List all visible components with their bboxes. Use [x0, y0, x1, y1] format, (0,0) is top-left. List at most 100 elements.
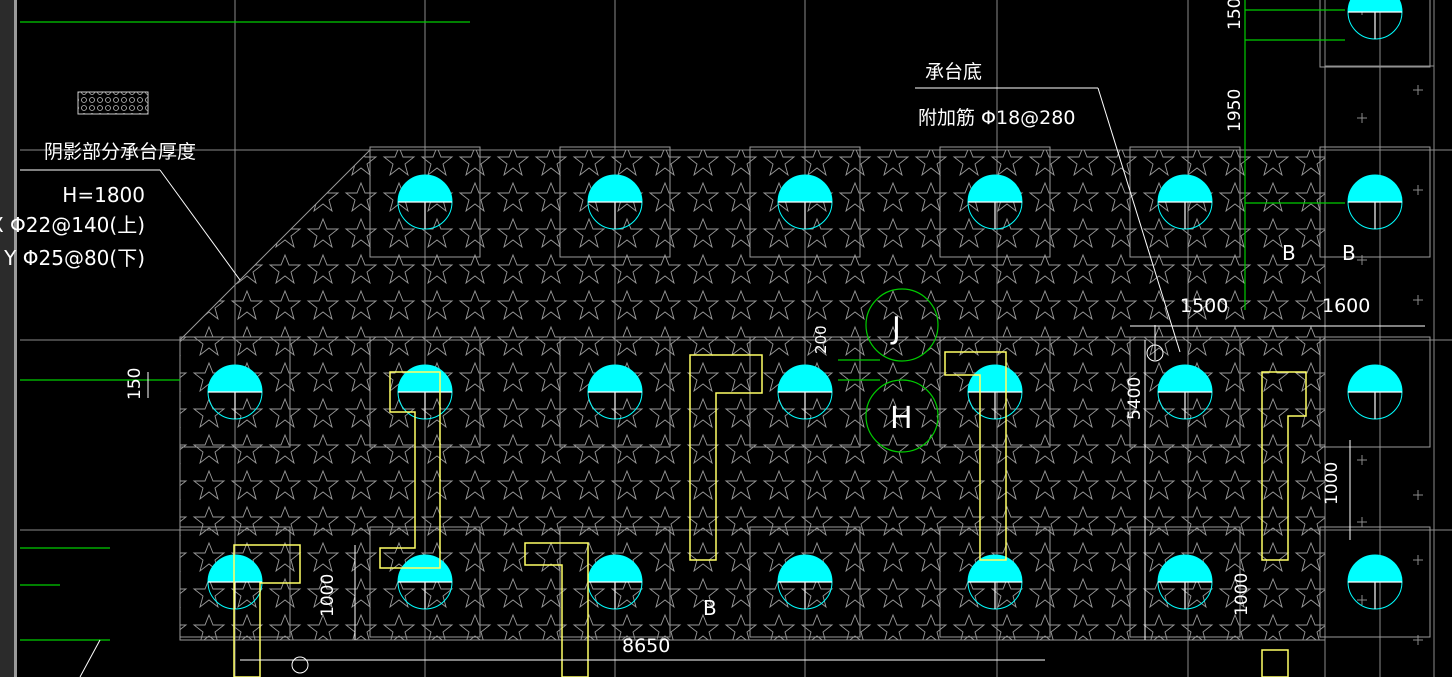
dim-1000-right: 1000 — [1322, 462, 1342, 505]
pile-cap-square — [1129, 146, 1241, 258]
pile[interactable] — [749, 146, 861, 258]
pile-fill — [968, 365, 1022, 392]
axis-label-j: J — [890, 311, 901, 346]
pile-fill — [778, 175, 832, 202]
y-rebar-label: Y Φ25@80(下) — [3, 246, 145, 270]
viewport-left-border-line — [14, 0, 17, 677]
pile-fill — [208, 365, 262, 392]
pile[interactable] — [749, 336, 861, 448]
axis-markers — [20, 0, 1345, 641]
rebar-outline-5[interactable] — [233, 544, 301, 677]
dim-150-left: 150 — [125, 368, 145, 400]
rebar-outline-1[interactable] — [379, 371, 441, 569]
pile-cap-square — [1129, 336, 1241, 448]
pile-cap-square — [559, 146, 671, 258]
pile-fill — [968, 175, 1022, 202]
section-mark-b-1: B — [1282, 241, 1296, 265]
pile[interactable] — [179, 336, 291, 448]
bottom-note-rebar: 附加筋 Φ18@280 — [918, 107, 1075, 129]
pile-group — [179, 0, 1431, 638]
pile-fill — [778, 555, 832, 582]
dim-8650: 8650 — [622, 635, 670, 657]
dim-1600: 1600 — [1322, 295, 1370, 317]
pile-cap-square — [939, 526, 1051, 638]
pile[interactable] — [939, 146, 1051, 258]
additional-rebar-outlines — [233, 351, 1307, 677]
dim-150-top: 150 — [1225, 0, 1245, 30]
dim-1500: 1500 — [1180, 295, 1228, 317]
pile-cap-square — [559, 336, 671, 448]
pile-fill — [208, 555, 262, 582]
cap-thickness-label: H=1800 — [62, 183, 145, 207]
section-mark-b-2: B — [1342, 241, 1356, 265]
pile[interactable] — [1319, 146, 1431, 258]
pile-cap-hatch — [179, 149, 1326, 641]
rebar-outline-3[interactable] — [944, 351, 1007, 561]
pile[interactable] — [559, 526, 671, 638]
pile-cap-square — [939, 146, 1051, 258]
dim-5400: 5400 — [1125, 377, 1145, 420]
pile-cap-square — [1319, 146, 1431, 258]
rebar-outline-6[interactable] — [524, 542, 589, 677]
rebar-outline-7[interactable] — [1261, 649, 1289, 677]
dim-200: 200 — [812, 325, 830, 354]
pile-fill — [968, 555, 1022, 582]
pile-fill — [1158, 365, 1212, 392]
pile[interactable] — [179, 526, 291, 638]
pile-fill — [588, 365, 642, 392]
pile-cap-square — [179, 526, 291, 638]
hatch-legend-label: 阴影部分承台厚度 — [44, 141, 196, 163]
dim-1000-bottom-right: 1000 — [1232, 573, 1252, 616]
section-mark-b-3: B — [703, 596, 717, 620]
rebar-outline-4[interactable] — [1261, 371, 1307, 561]
pile-cap-square — [749, 336, 861, 448]
axis-bubble-j[interactable] — [865, 288, 939, 362]
pile[interactable] — [559, 336, 671, 448]
axis-bubble-h[interactable] — [865, 379, 939, 453]
pile-cap-square — [559, 526, 671, 638]
pile[interactable] — [369, 146, 481, 258]
pile[interactable] — [1129, 146, 1241, 258]
pile[interactable] — [1129, 526, 1241, 638]
pile-cap-square — [1319, 526, 1431, 638]
pile-fill — [588, 175, 642, 202]
pile[interactable] — [1319, 0, 1431, 68]
pile-cap-square — [179, 336, 291, 448]
pile[interactable] — [749, 526, 861, 638]
x-rebar-label: X Φ22@140(上) — [0, 213, 145, 237]
pile-cap-square — [369, 146, 481, 258]
pile-cap-square — [1129, 526, 1241, 638]
dimension-lines — [20, 87, 1425, 677]
pile[interactable] — [1319, 336, 1431, 448]
pile-cap-square — [749, 526, 861, 638]
pile[interactable] — [1319, 526, 1431, 638]
pile-fill — [1348, 365, 1402, 392]
pile[interactable] — [939, 526, 1051, 638]
viewport-left-border — [0, 0, 14, 677]
pile[interactable] — [939, 336, 1051, 448]
pile-cap-square — [749, 146, 861, 258]
pile-cap-square — [939, 336, 1051, 448]
pile-cap-square — [369, 336, 481, 448]
hatch-legend-swatch — [77, 91, 149, 115]
pile-cap-square — [1319, 336, 1431, 448]
pile[interactable] — [559, 146, 671, 258]
bottom-note-title: 承台底 — [925, 61, 982, 83]
axis-label-h: H — [890, 401, 913, 436]
pile-fill — [588, 555, 642, 582]
rebar-outline-2[interactable] — [689, 354, 763, 561]
construction-lines — [20, 0, 1452, 677]
pile-fill — [1158, 555, 1212, 582]
pile-fill — [1158, 175, 1212, 202]
pile-cap-square — [369, 526, 481, 638]
pile-fill — [1348, 175, 1402, 202]
pile-cap-square — [1319, 0, 1431, 68]
pile-fill — [398, 175, 452, 202]
pile[interactable] — [1129, 336, 1241, 448]
pile-fill — [1348, 0, 1402, 12]
dim-1950: 1950 — [1225, 89, 1245, 132]
dim-1000-left: 1000 — [318, 574, 338, 617]
pile-fill — [1348, 555, 1402, 582]
pile-fill — [778, 365, 832, 392]
